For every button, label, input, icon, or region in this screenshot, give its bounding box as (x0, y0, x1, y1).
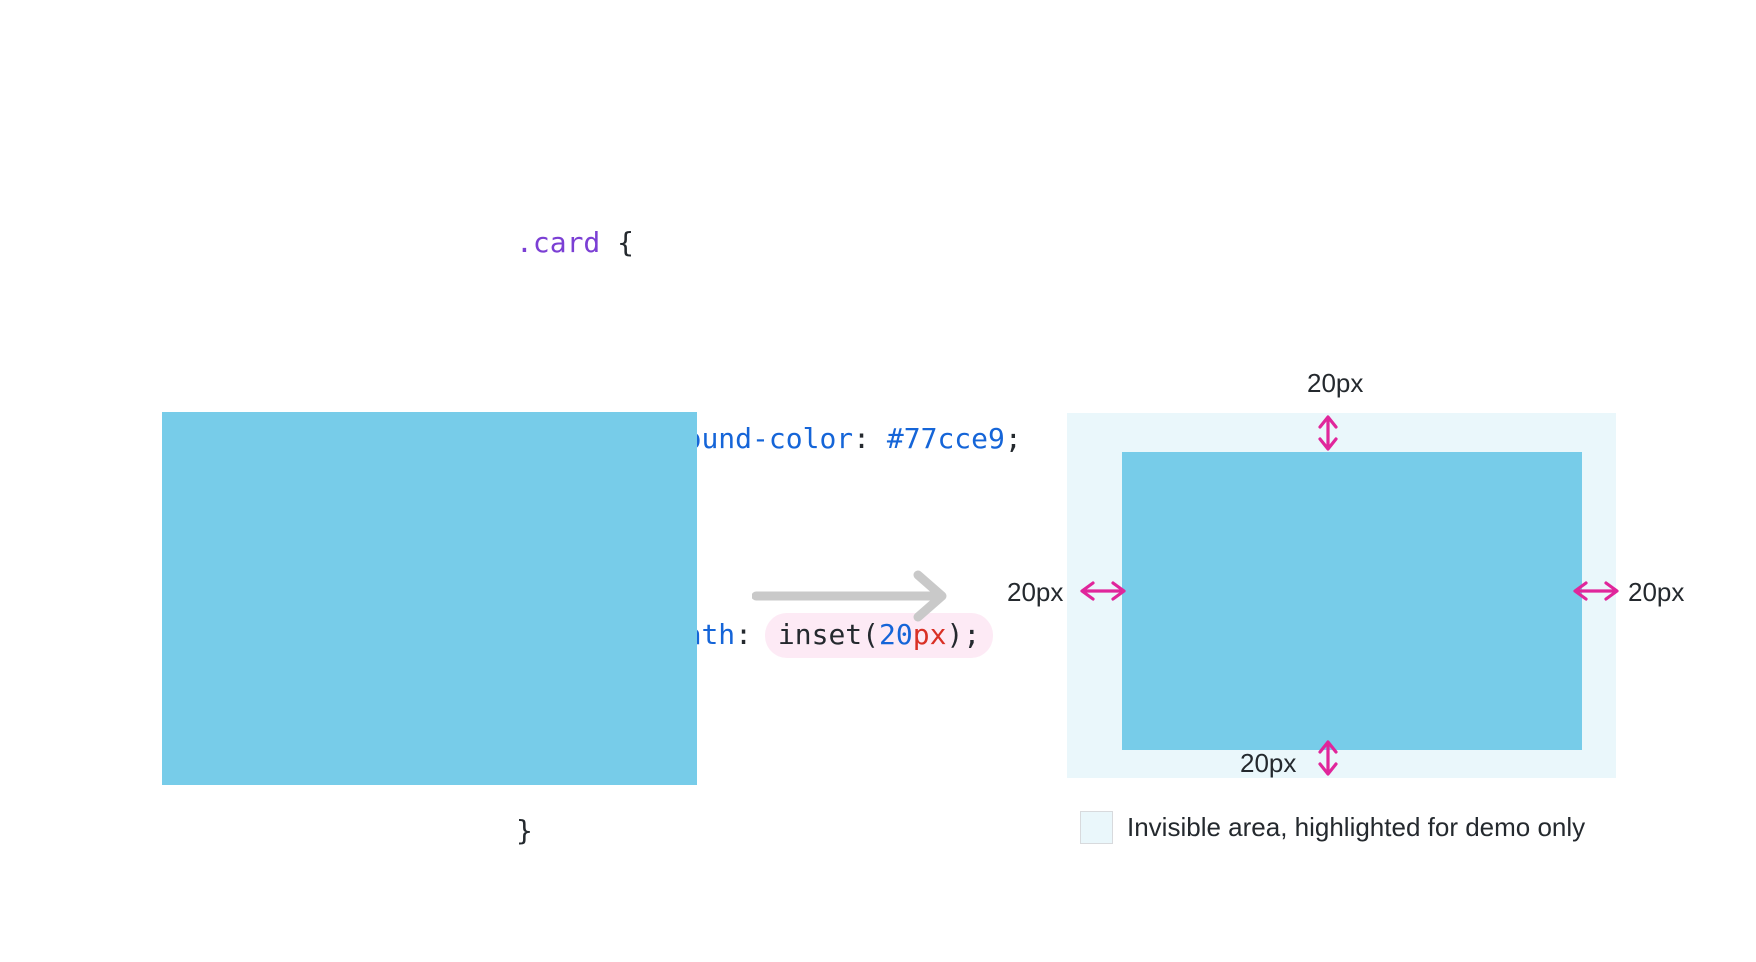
code-line-selector: .card { (516, 218, 1022, 267)
card-after-clip-wrapper (1067, 413, 1616, 778)
css-value-color-hex: #77cce9 (886, 422, 1005, 455)
card-after-clip (1122, 452, 1582, 750)
colon-separator: : (735, 618, 769, 651)
measurement-label-bottom: 20px (1240, 748, 1297, 778)
measurement-label-top: 20px (1307, 368, 1364, 398)
inset-number: 20 (879, 618, 913, 651)
open-brace: { (600, 226, 635, 259)
code-line-clip-path: clip-path: inset(20px); (516, 610, 1022, 659)
measurement-arrow-bottom-icon (1318, 740, 1338, 776)
css-selector: .card (516, 226, 601, 259)
measurement-label-right: 20px (1628, 577, 1685, 607)
css-function-inset: inset( (777, 618, 880, 651)
measurement-arrow-left-icon (1080, 581, 1126, 601)
legend-caption: Invisible area, highlighted for demo onl… (1127, 812, 1586, 842)
legend-swatch-invisible-area (1080, 811, 1113, 844)
semicolon: ; (963, 618, 981, 651)
measurement-arrow-top-icon (1318, 415, 1338, 451)
code-line-close-brace: } (516, 806, 1022, 855)
colon-separator: : (853, 422, 887, 455)
inset-unit: px (912, 618, 947, 651)
function-close-paren: ) (946, 618, 964, 651)
inset-highlight-pill: inset(20px); (764, 613, 994, 658)
measurement-arrow-right-icon (1573, 581, 1619, 601)
measurement-label-left: 20px (1007, 577, 1064, 607)
transform-arrow-icon (752, 570, 947, 622)
legend: Invisible area, highlighted for demo onl… (1080, 811, 1585, 844)
semicolon: ; (1004, 422, 1022, 455)
close-brace: } (516, 814, 533, 847)
card-before-clip (162, 412, 697, 785)
